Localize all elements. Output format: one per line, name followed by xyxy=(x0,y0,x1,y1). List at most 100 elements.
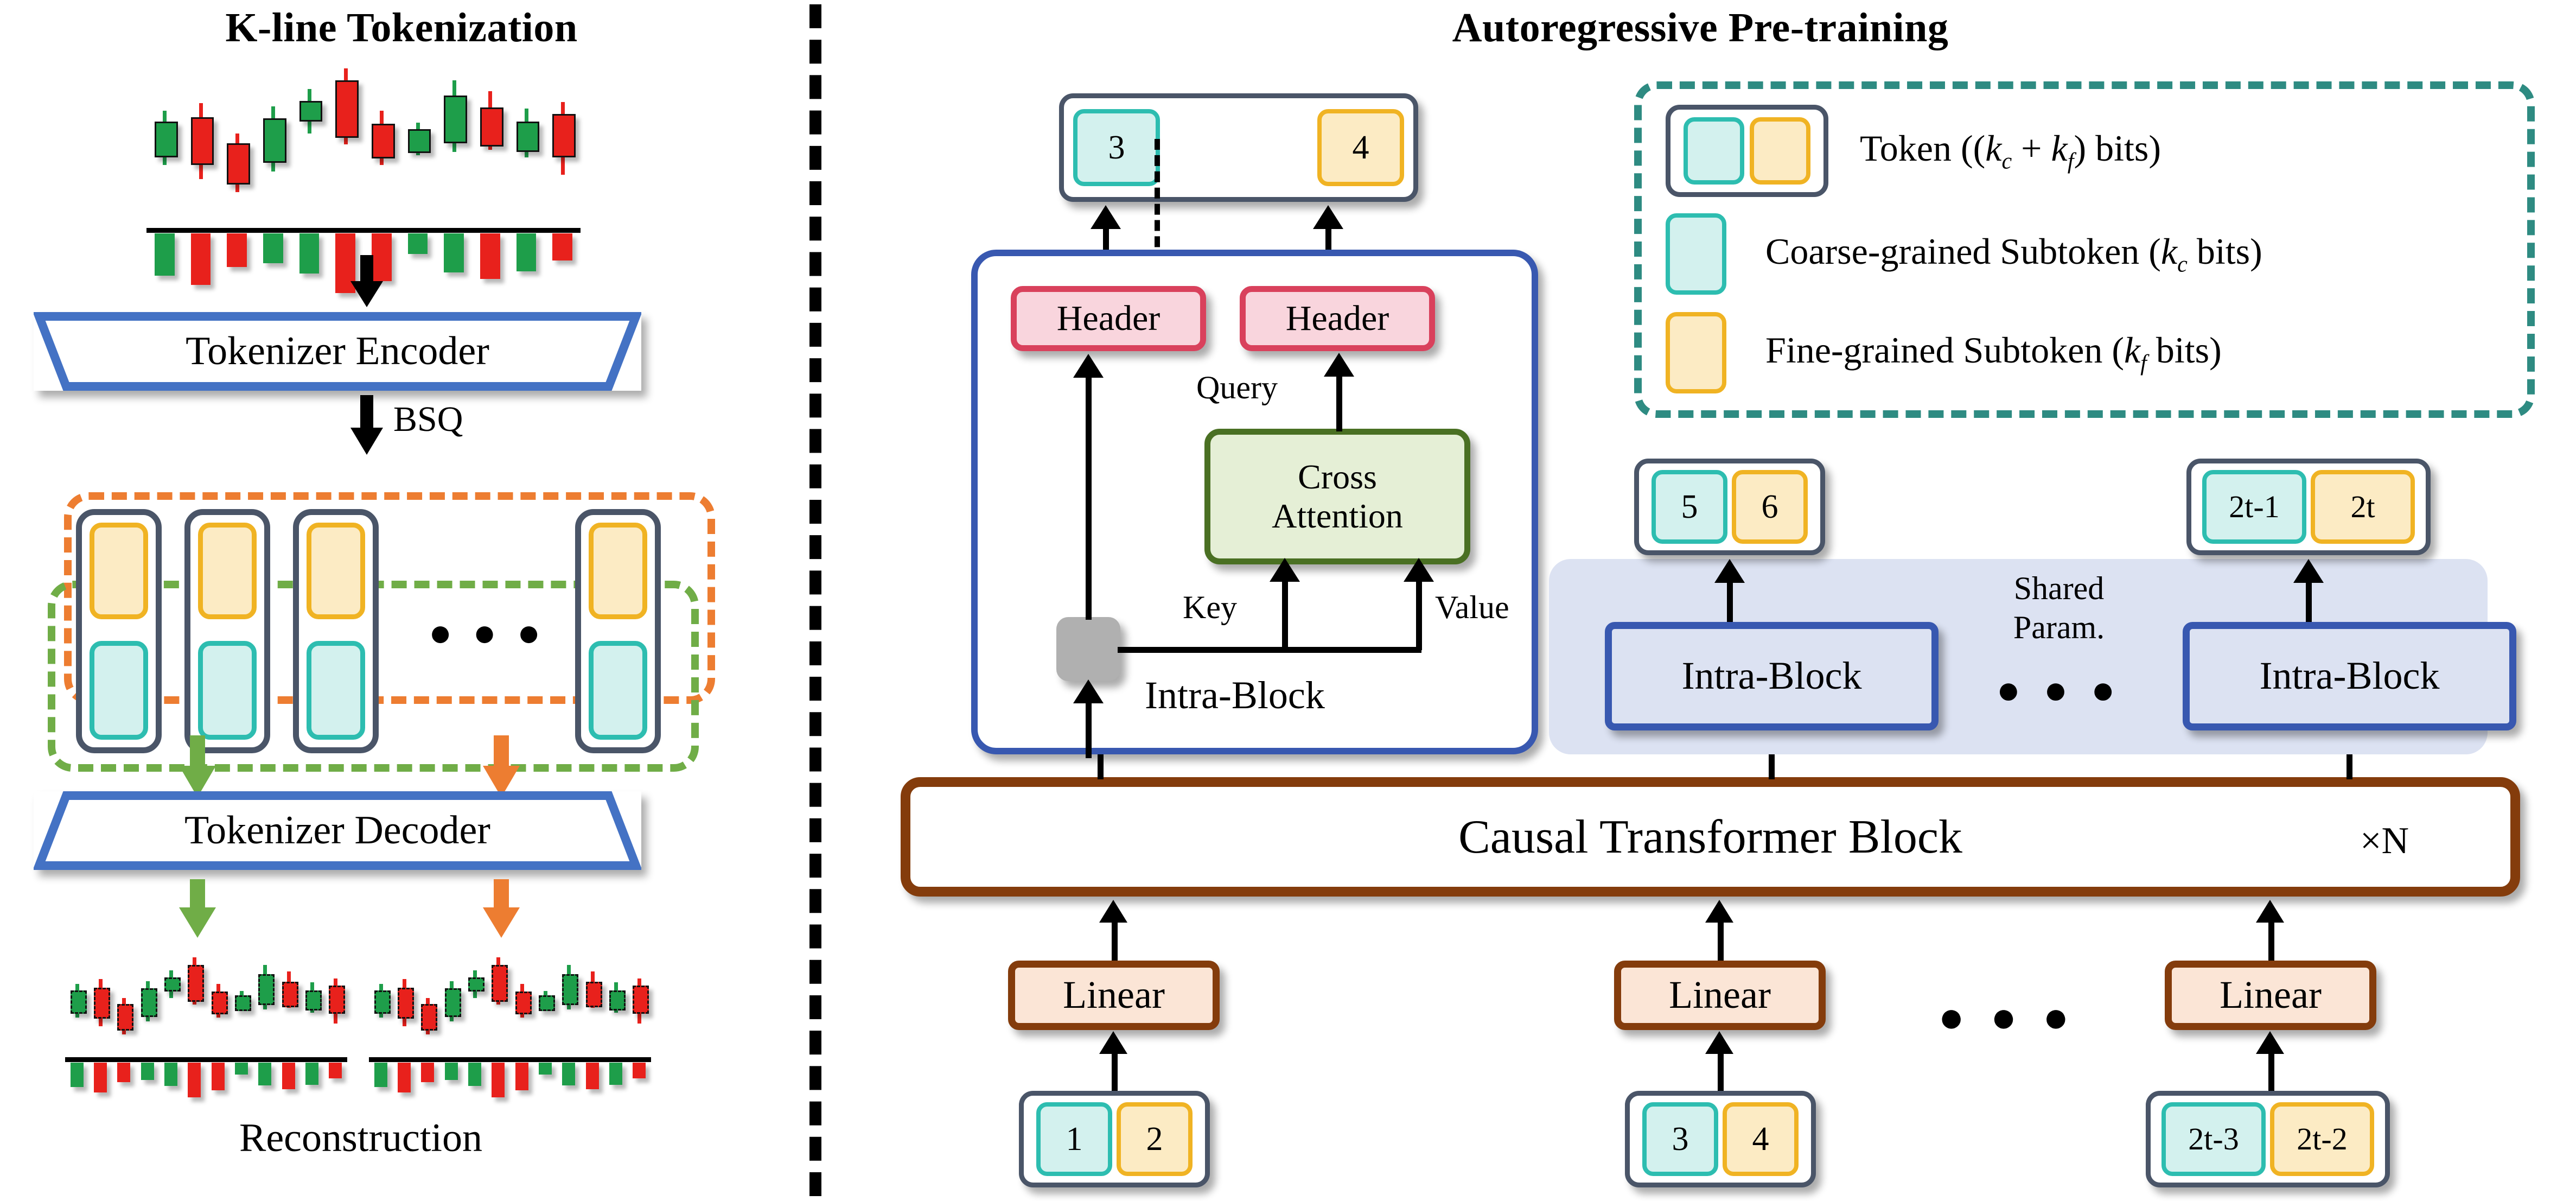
candle-body xyxy=(468,977,484,992)
legend-item-coarse: Coarse-grained Subtoken (kc bits) xyxy=(1666,211,2490,297)
volume-bar xyxy=(188,1063,201,1097)
candle-body xyxy=(188,964,205,1002)
volume-bar xyxy=(164,1063,177,1086)
tokenizer-encoder-label: Tokenizer Encoder xyxy=(186,329,489,373)
left-token-3[interactable] xyxy=(293,509,379,753)
left-token-2-fine xyxy=(198,523,257,619)
input-token-12[interactable]: 1 2 xyxy=(1019,1091,1210,1187)
volume-bar xyxy=(609,1063,622,1085)
arrow-encoder-to-tokens xyxy=(350,395,383,455)
arrow-decoder-to-recon-left xyxy=(179,879,217,939)
out-token-56-fine: 6 xyxy=(1732,470,1808,544)
volume-bar xyxy=(117,1063,131,1082)
volume-bar xyxy=(633,1063,646,1078)
cross-attention-box[interactable]: Cross Attention xyxy=(1204,429,1470,564)
intra-block-2[interactable]: Intra-Block xyxy=(2183,622,2516,730)
candle-body xyxy=(407,129,431,153)
candle-body xyxy=(444,95,467,143)
volume-bar xyxy=(329,1063,342,1078)
value-label: Value xyxy=(1435,589,1509,625)
arrow-value-head xyxy=(1404,558,1434,582)
volume-bar xyxy=(282,1063,295,1089)
volume-bar xyxy=(141,1063,154,1080)
volume-bar xyxy=(539,1063,552,1075)
bsq-label: BSQ xyxy=(393,399,463,439)
arrow-linear1-to-transformer xyxy=(1099,900,1130,961)
output-token-34[interactable]: 3 4 xyxy=(1059,93,1418,202)
volume-bar xyxy=(94,1063,107,1093)
tokenizer-decoder-block[interactable]: Tokenizer Decoder xyxy=(34,791,641,870)
input-token-34[interactable]: 3 4 xyxy=(1625,1091,1816,1187)
input-token-34-fine: 4 xyxy=(1723,1102,1799,1176)
volume-bar xyxy=(305,1063,318,1085)
connector-transformer-to-intrablock-1 xyxy=(1769,754,1775,779)
legend-coarse-label: Coarse-grained Subtoken (kc bits) xyxy=(1765,231,2262,277)
out-token-2t-fine: 2t xyxy=(2311,470,2415,544)
panel-divider xyxy=(809,4,821,1196)
left-token-4[interactable] xyxy=(575,509,661,753)
candle-body xyxy=(421,1003,438,1031)
candle-body xyxy=(299,100,323,122)
out-token-56[interactable]: 5 6 xyxy=(1634,459,1825,555)
causal-transformer-block[interactable]: Causal Transformer Block xyxy=(901,777,2520,897)
output-subtoken-fine: 4 xyxy=(1317,109,1404,186)
candle-body xyxy=(516,121,540,152)
volume-bar xyxy=(407,233,428,254)
candle-body xyxy=(227,143,250,185)
input-token-12-fine: 2 xyxy=(1117,1102,1193,1176)
candle-body xyxy=(492,964,508,1002)
volume-bar xyxy=(372,233,392,281)
arrow-token2-to-linear2 xyxy=(1705,1031,1736,1092)
volume-bar xyxy=(552,233,572,260)
right-panel-title: Autoregressive Pre-training xyxy=(1452,5,1949,50)
left-token-2[interactable] xyxy=(184,509,270,753)
arrow-token3-to-linear3 xyxy=(2256,1031,2286,1092)
tokenizer-decoder-label: Tokenizer Decoder xyxy=(184,808,490,853)
left-token-2-coarse xyxy=(198,641,257,740)
tokenizer-encoder-block[interactable]: Tokenizer Encoder xyxy=(34,312,641,391)
fine-token-group-outline xyxy=(64,492,715,704)
arrow-linear3-to-transformer xyxy=(2256,900,2286,961)
shared-param-ellipsis: ● ● ● xyxy=(1996,668,2122,713)
causal-transformer-label: Causal Transformer Block xyxy=(1458,810,1962,863)
input-kline-chart xyxy=(146,68,581,298)
input-token-2t[interactable]: 2t-3 2t-2 xyxy=(2146,1091,2390,1187)
candle-body xyxy=(633,986,649,1014)
intra-block-1[interactable]: Intra-Block xyxy=(1605,622,1939,730)
arrow-intrablock1-to-token56 xyxy=(1714,559,1745,635)
connector-transformer-to-intrablock-detail xyxy=(1098,754,1104,779)
legend-token-swatch xyxy=(1666,105,1828,197)
left-token-1[interactable] xyxy=(76,509,162,753)
bottom-ellipsis: ● ● ● xyxy=(1938,994,2077,1041)
candle-body xyxy=(585,981,602,1007)
candle-body xyxy=(372,123,395,158)
linear-box-3[interactable]: Linear xyxy=(2165,961,2376,1030)
arrow-decoder-to-recon-right xyxy=(483,879,521,939)
linear-box-1[interactable]: Linear xyxy=(1008,961,1220,1030)
header-left-box[interactable]: Header xyxy=(1011,286,1206,351)
candle-body xyxy=(552,113,576,157)
legend-item-fine: Fine-grained Subtoken (kf bits) xyxy=(1666,309,2490,396)
candle-body xyxy=(70,990,87,1014)
candle-body xyxy=(480,107,503,147)
header-right-box[interactable]: Header xyxy=(1240,286,1435,351)
arrow-header-right-to-token xyxy=(1313,205,1343,268)
chart-baseline xyxy=(369,1057,651,1062)
candle-body xyxy=(329,986,346,1014)
volume-bar xyxy=(421,1063,435,1082)
arrow-linear2-to-transformer xyxy=(1705,900,1736,961)
linear-box-2[interactable]: Linear xyxy=(1614,961,1826,1030)
candle-body xyxy=(609,990,626,1011)
volume-bar xyxy=(263,233,283,263)
legend-token-label: Token ((kc + kf) bits) xyxy=(1860,128,2161,174)
volume-bar xyxy=(227,233,247,267)
arrow-token1-to-linear1 xyxy=(1099,1031,1130,1092)
volume-bar xyxy=(562,1063,576,1085)
candle-body xyxy=(444,988,461,1018)
left-token-ellipsis: ● ● ● xyxy=(429,611,546,654)
input-token-12-coarse: 1 xyxy=(1036,1102,1112,1176)
candle-body xyxy=(515,992,532,1015)
query-label: Query xyxy=(1196,370,1278,405)
candle-body xyxy=(190,117,214,165)
out-token-2t[interactable]: 2t-1 2t xyxy=(2186,459,2431,555)
